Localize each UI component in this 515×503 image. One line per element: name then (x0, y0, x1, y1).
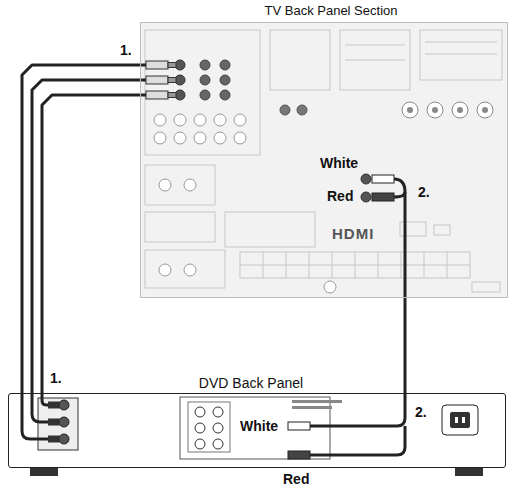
dvd-audio-plugs (288, 393, 405, 459)
panel-heading: TV Back Panel Section (265, 3, 398, 19)
dvd-foot (30, 468, 58, 476)
tv-panel-ground (140, 22, 508, 298)
cable-color: Red (327, 188, 353, 204)
cable-color: White (320, 155, 358, 171)
cable (42, 95, 140, 393)
tv-audio-plugs (372, 175, 405, 298)
dvd-foot (455, 468, 483, 476)
callout-number: 1. (50, 370, 62, 386)
port-logo: HDMI (332, 226, 374, 242)
callout-number: 2. (415, 404, 427, 420)
cable-color: Red (283, 471, 309, 487)
dvd-housing-ground (8, 393, 506, 468)
callout-number: 1. (120, 42, 132, 58)
power-socket (442, 405, 478, 435)
cable (22, 65, 140, 393)
dvd-output-panel (180, 397, 342, 459)
cable-color: White (240, 418, 278, 434)
tv-panel-sections (145, 30, 502, 292)
panel-heading: DVD Back Panel (199, 375, 303, 391)
callout-number: 2. (418, 184, 430, 200)
cable (404, 298, 407, 393)
tv-component-plugs (140, 61, 176, 99)
tv-jacks (154, 60, 493, 293)
cable (32, 80, 140, 393)
dvd-component-jacks (22, 393, 78, 450)
